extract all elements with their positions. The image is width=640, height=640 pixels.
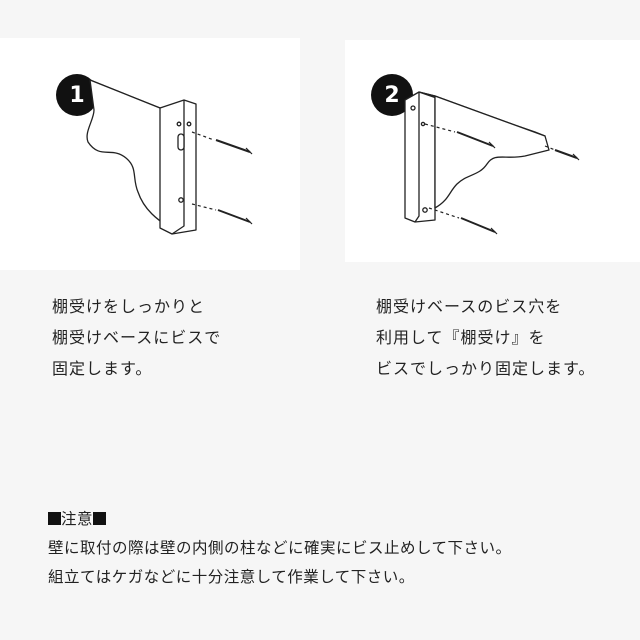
instruction-line: 棚受けをしっかりと [52,297,206,316]
bracket-illustration [404,91,580,235]
notice-line: 壁に取付の際は壁の内側の柱などに確実にビス止めして下さい。 [48,539,512,557]
step-instruction: 棚受けをしっかりと 棚受けベースにビスで 固定します。 [52,291,221,384]
instruction-line: 固定します。 [52,359,153,378]
notice-line: 組立てはケガなどに十分注意して作業して下さい。 [48,568,415,586]
notice-section: 注意 壁に取付の際は壁の内側の柱などに確実にビス止めして下さい。 組立てはケガな… [48,505,512,592]
square-bullet-icon [93,512,107,525]
instruction-line: ビスでしっかり固定します。 [376,359,596,378]
instruction-line: 棚受けベースにビスで [52,328,222,347]
instruction-line: 棚受けベースのビス穴を [376,297,563,316]
step-instruction: 棚受けベースのビス穴を 利用して『棚受け』を ビスでしっかり固定します。 [376,291,595,384]
square-bullet-icon [48,512,61,525]
notice-heading: 注意 [48,505,512,534]
bracket-illustration [86,79,253,235]
notice-title: 注意 [61,510,94,528]
instruction-line: 利用して『棚受け』を [376,328,546,347]
